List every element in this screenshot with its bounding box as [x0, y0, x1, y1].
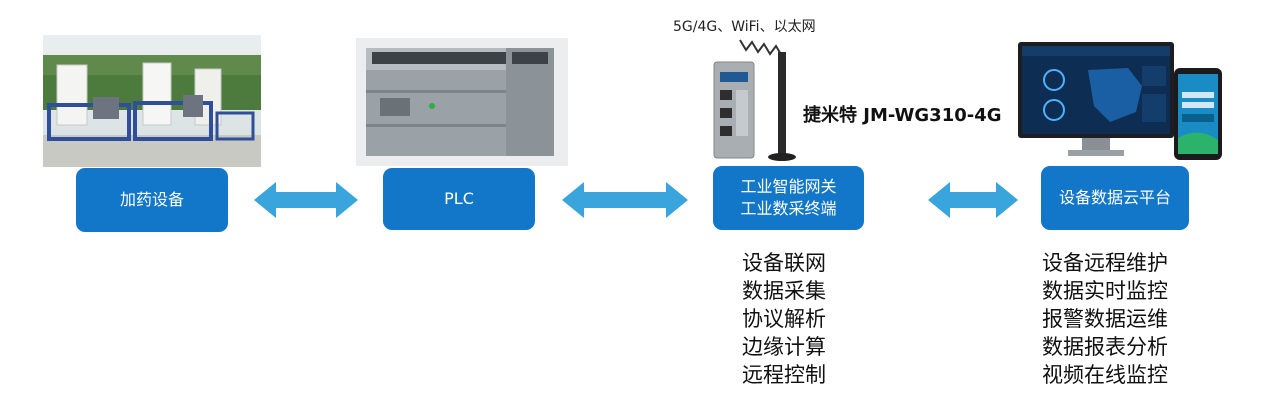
- gateway-feature: 设备联网: [742, 251, 826, 275]
- arrow-gateway-cloud: [928, 182, 1018, 218]
- cloud-feature: 视频在线监控: [1042, 363, 1168, 387]
- dosing-equipment-label: 加药设备: [119, 190, 184, 209]
- gateway-label-line2: 工业数采终端: [740, 199, 837, 218]
- dosing-equipment-photo: [43, 35, 261, 167]
- cloud-platform-box: 设备数据云平台: [1041, 166, 1189, 230]
- gateway-label-line1: 工业智能网关: [740, 177, 837, 196]
- cloud-features: 设备远程维护 数据实时监控 报警数据运维 数据报表分析 视频在线监控: [1042, 249, 1168, 389]
- cloud-platform-label: 设备数据云平台: [1058, 188, 1171, 207]
- gateway-brand-label: 捷米特 JM-WG310-4G: [803, 105, 1002, 126]
- cloud-feature: 设备远程维护: [1042, 251, 1168, 275]
- arrow-plc-gateway: [562, 182, 688, 218]
- cloud-platform-image: [1018, 42, 1222, 160]
- gateway-box: 工业智能网关 工业数采终端: [713, 166, 864, 230]
- network-label: 5G/4G、WiFi、以太网: [673, 19, 816, 35]
- cloud-feature: 数据报表分析: [1042, 335, 1168, 359]
- gateway-feature: 数据采集: [742, 279, 826, 303]
- dosing-equipment-box: 加药设备: [76, 168, 228, 232]
- plc-label: PLC: [444, 189, 474, 208]
- gateway-feature: 协议解析: [742, 307, 826, 331]
- cloud-feature: 报警数据运维: [1042, 307, 1168, 331]
- gateway-feature: 远程控制: [742, 363, 826, 387]
- gateway-device-image: [713, 39, 796, 161]
- cloud-feature: 数据实时监控: [1042, 279, 1168, 303]
- plc-box: PLC: [383, 168, 535, 230]
- gateway-features: 设备联网 数据采集 协议解析 边缘计算 远程控制: [742, 249, 826, 389]
- arrow-dosing-plc: [254, 182, 358, 218]
- plc-photo: [356, 38, 568, 166]
- gateway-feature: 边缘计算: [742, 335, 826, 359]
